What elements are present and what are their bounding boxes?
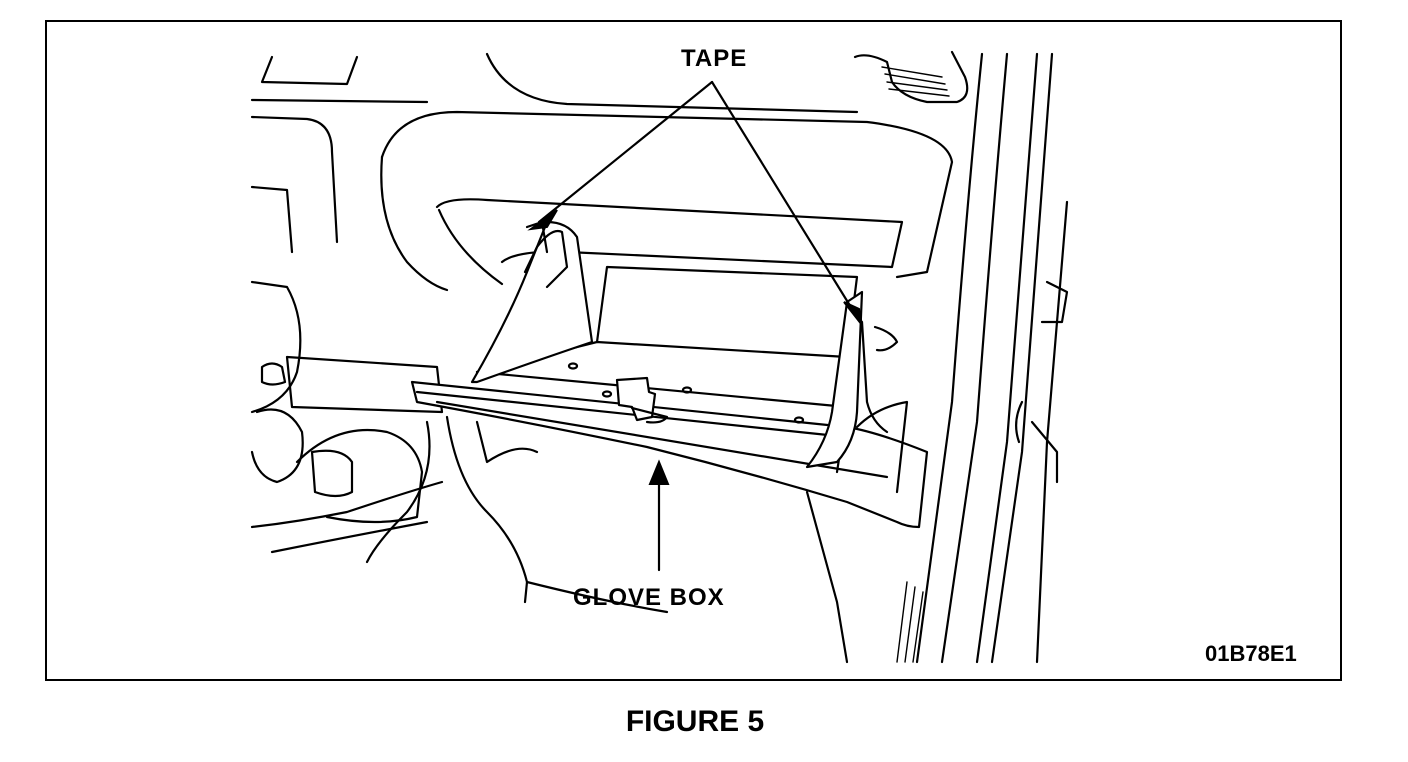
tape-arrow-right-head	[843, 301, 863, 326]
figure-frame: TAPE GLOVE BOX 01B78E1	[45, 20, 1342, 681]
tape-callout-label: TAPE	[681, 45, 748, 72]
glove-box-arrow-head	[648, 459, 670, 485]
tape-arrow-left-head	[527, 209, 558, 231]
glove-box-callout-label: GLOVE BOX	[573, 584, 725, 611]
figure-code: 01B78E1	[1205, 641, 1297, 666]
glove-box-illustration	[250, 50, 1069, 664]
figure-caption: FIGURE 5	[625, 705, 765, 738]
